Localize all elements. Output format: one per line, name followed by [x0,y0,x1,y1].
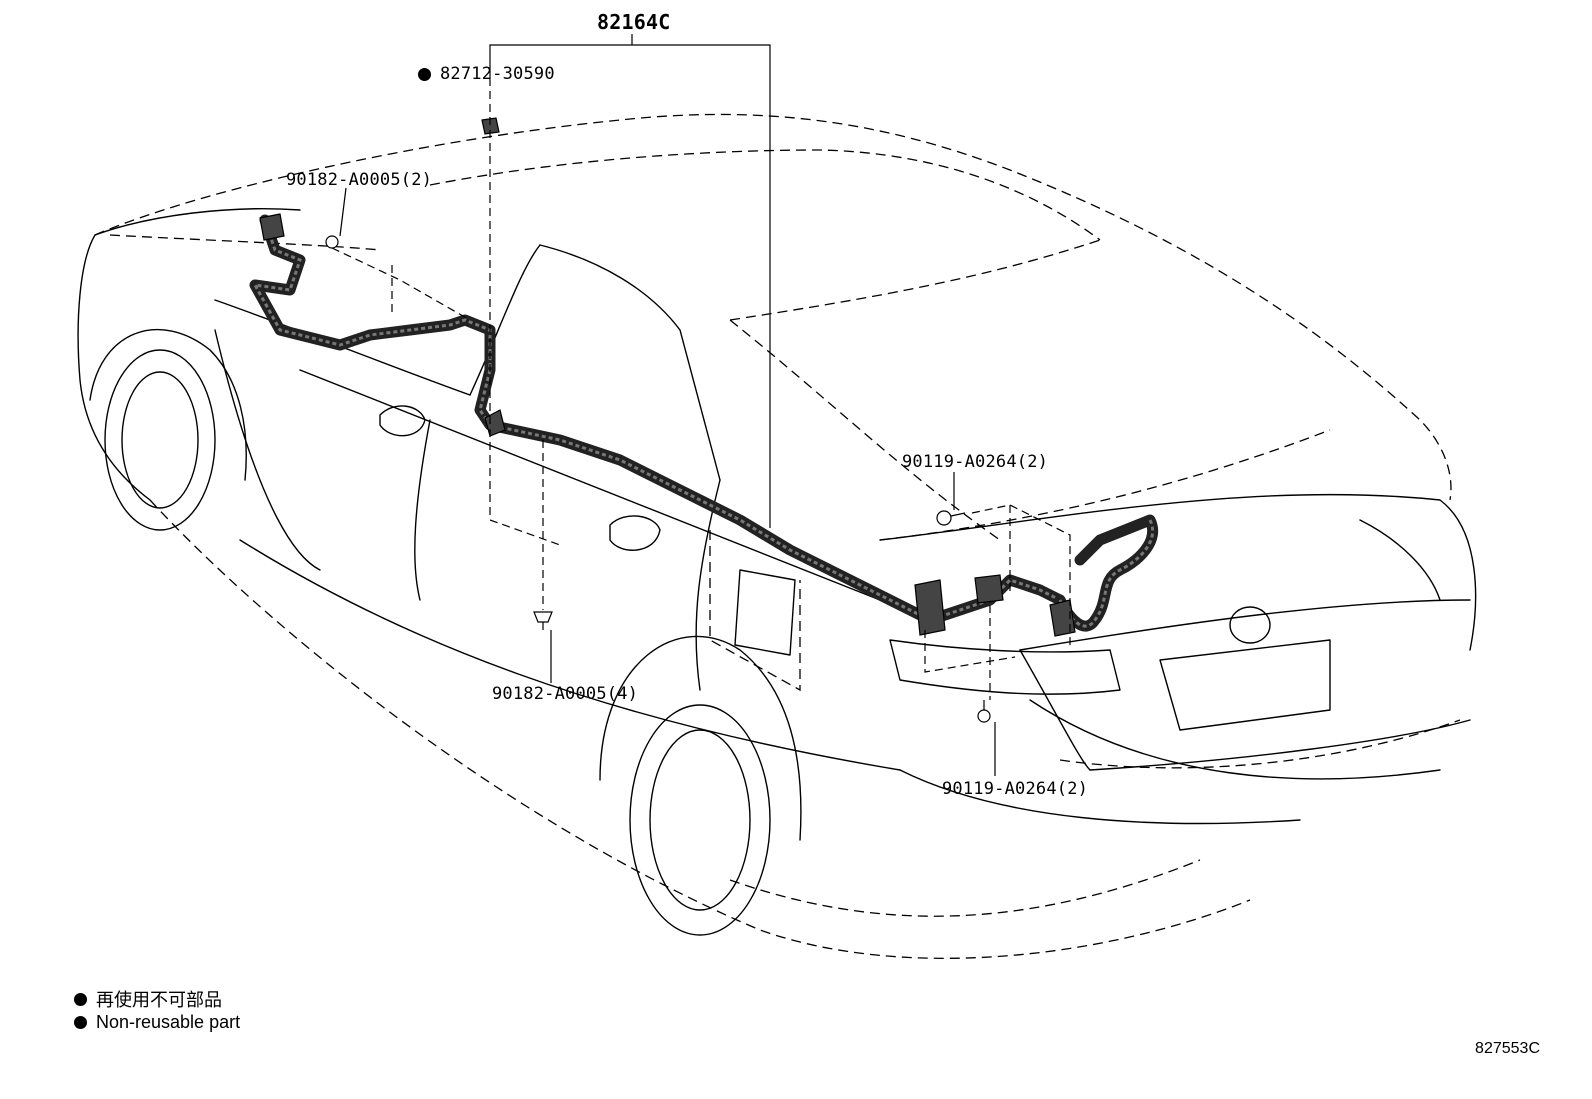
illustration-code: 827553C [1475,1040,1540,1057]
bolt-upper [936,510,966,526]
clip-82712-label: 82712-30590 [418,64,555,84]
legend-english: Non-reusable part [74,1012,240,1033]
bolt-lower-label: 90119-A0264(2) [942,779,1089,799]
wire-harness [249,213,1159,637]
non-reusable-marker-icon [74,1016,87,1029]
clip-82712-text: 82712-30590 [440,64,555,84]
non-reusable-marker-icon [418,67,431,81]
clip-front-label: 90182-A0005(2) [286,170,433,190]
clip-lower [533,611,553,630]
bolt-upper-label: 90119-A0264(2) [902,452,1049,472]
assembly-label: 82164C [597,10,671,34]
legend-japanese-text: 再使用不可部品 [96,990,222,1010]
non-reusable-marker-icon [74,992,87,1006]
leader-lines [331,34,1071,776]
clip-lower-label: 90182-A0005(4) [492,684,639,704]
bolt-lower [977,700,991,723]
legend-english-text: Non-reusable part [96,1012,241,1032]
legend-japanese: 再使用不可部品 [74,986,222,1012]
clip-82712 [481,117,500,135]
clip-front [325,235,339,249]
